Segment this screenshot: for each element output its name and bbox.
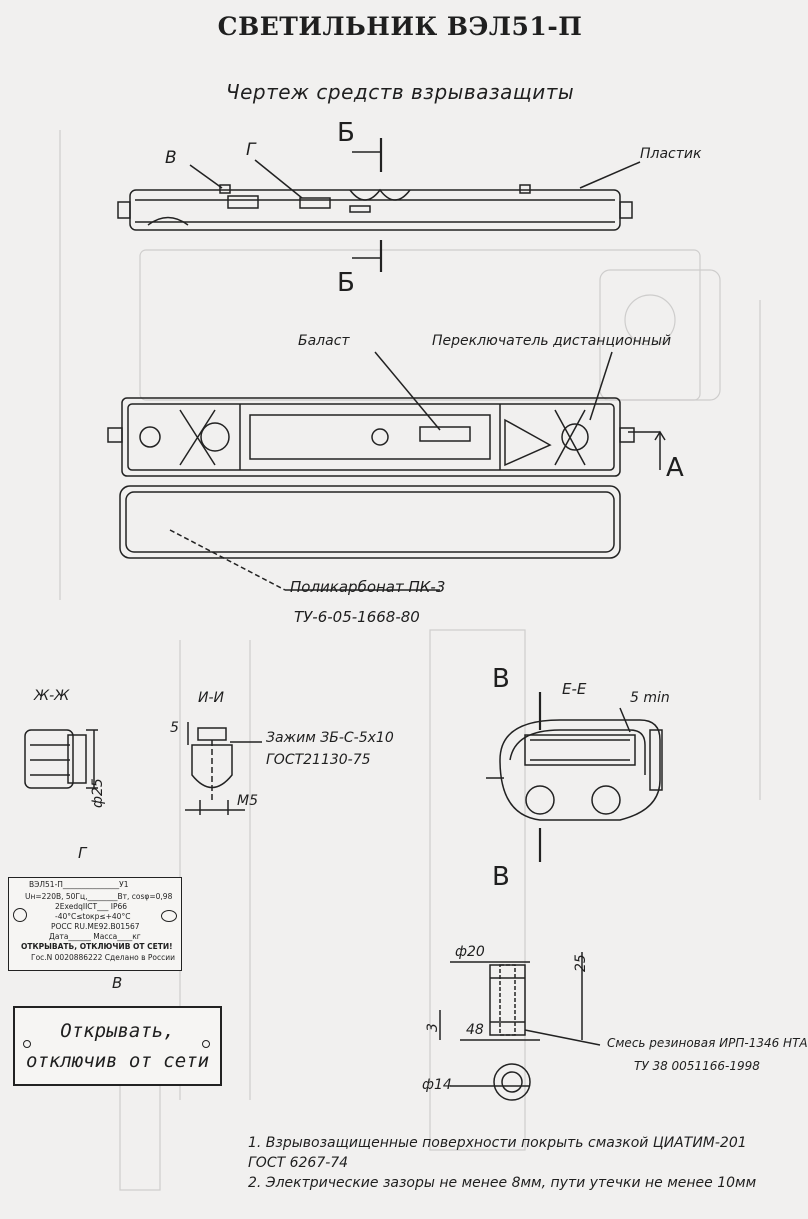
- section-zh-title: Ж-Ж: [34, 688, 70, 704]
- nameplate-line-7: ОТКРЫВАТЬ, ОТКЛЮЧИВ ОТ СЕТИ!: [21, 942, 173, 951]
- section-label-b-bottom: Б: [337, 268, 355, 298]
- page-subtitle: Чертеж средств взрывазащиты: [225, 80, 575, 104]
- detail-g-drawing: [439, 952, 601, 1101]
- clamp-name: Зажим ЗБ-С-5х10: [266, 730, 394, 746]
- warning-plate: Открывать, отключив от сети: [13, 1006, 222, 1086]
- nameplate-line-4: -40°C≤tокр≤+40°C: [55, 912, 131, 921]
- nameplate-line-1: ВЭЛ51-П_______________У1: [29, 880, 129, 889]
- detail-g-caption: Г: [78, 844, 87, 862]
- section-ee-label-v-top: В: [492, 664, 510, 694]
- warning-line-2: отключив от сети: [25, 1050, 210, 1072]
- note-2: 2. Электрические зазоры не менее 8мм, пу…: [248, 1175, 757, 1191]
- section-ee-title: Е-Е: [562, 680, 587, 698]
- note-1: 1. Взрывозащищенные поверхности покрыть …: [248, 1135, 747, 1151]
- luminaire-internal-view: [107, 397, 635, 477]
- section-ee-drawing: [486, 692, 663, 862]
- section-i-dim-bottom: М5: [237, 793, 258, 809]
- detail-g-diameter-20: ф20: [455, 944, 485, 960]
- nameplate-line-6: Дата______ Масса____кг: [49, 932, 141, 941]
- ex-mark-icon: [13, 908, 27, 922]
- label-ballast: Баласт: [298, 333, 350, 349]
- nameplate-line-8: Гос.N 0020886222 Сделано в России: [31, 953, 175, 962]
- clamp-standard: ГОСТ21130-75: [266, 752, 371, 768]
- nameplate: ВЭЛ51-П_______________У1 Uн=220В, 50Гц,_…: [8, 877, 182, 971]
- detail-g-dim-25: 25: [573, 954, 589, 972]
- notes: 1. Взрывозащищенные поверхности покрыть …: [248, 1133, 756, 1193]
- label-v: В: [165, 148, 177, 168]
- detail-g-dim-48: 48: [466, 1022, 484, 1038]
- cover-material-name: Поликарбонат ПК-3: [290, 578, 446, 596]
- label-g: Г: [246, 140, 256, 160]
- cover-outline: [119, 485, 621, 559]
- label-remote-switch: Переключатель дистанционный: [432, 333, 672, 349]
- section-ee-label-v-bottom: В: [492, 862, 510, 892]
- section-i-dim-top: 5: [170, 720, 179, 736]
- warning-line-1: Открывать,: [60, 1020, 175, 1042]
- cover-material-spec: ТУ-6-05-1668-80: [294, 608, 420, 626]
- section-i-drawing: [185, 722, 262, 815]
- rubber-compound: Смесь резиновая ИРП-1346 НТА: [607, 1036, 808, 1050]
- nameplate-line-2: Uн=220В, 50Гц,________Вт, cosφ=0,98: [25, 892, 173, 901]
- section-zh-drawing: [24, 729, 98, 789]
- section-label-b-top: Б: [337, 118, 355, 148]
- section-zh-diameter: ф25: [90, 778, 106, 808]
- luminaire-top-view: [117, 184, 633, 231]
- nameplate-line-5: POCC RU.ME92.B01567: [51, 922, 140, 931]
- detail-g-dim-3: 3: [425, 1023, 441, 1032]
- nameplate-line-3: 2ExedqIICT___ IP66: [55, 902, 128, 911]
- section-i-title: И-И: [198, 690, 224, 706]
- section-ee-min-dim: 5 min: [630, 690, 670, 706]
- mounting-hole-icon: [23, 1040, 31, 1048]
- page-title: СВЕТИЛЬНИК ВЭЛ51-П: [217, 12, 583, 41]
- certification-mark-icon: [161, 910, 177, 922]
- section-label-a: А: [666, 453, 684, 483]
- detail-g-diameter-14: ф14: [422, 1077, 452, 1093]
- rubber-spec: ТУ 38 0051166-1998: [634, 1059, 760, 1073]
- nameplate-caption: В: [112, 974, 123, 992]
- label-plastic: Пластик: [640, 146, 702, 162]
- mounting-hole-icon: [202, 1040, 210, 1048]
- note-1-standard: ГОСТ 6267-74: [248, 1155, 349, 1171]
